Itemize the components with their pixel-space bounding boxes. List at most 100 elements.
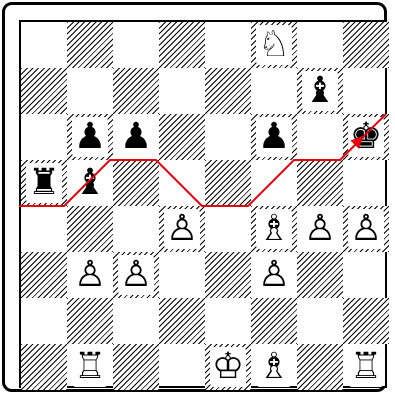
square-g1[interactable] <box>297 344 343 390</box>
white-bishop-icon-glyph: ♗ <box>256 347 292 387</box>
square-h8[interactable] <box>343 22 389 68</box>
square-c2[interactable] <box>113 298 159 344</box>
square-d7[interactable] <box>159 68 205 114</box>
square-f5[interactable] <box>251 160 297 206</box>
square-h5[interactable] <box>343 160 389 206</box>
white-pawn-icon-glyph: ♙ <box>164 209 200 249</box>
black-pawn-icon[interactable]: ♟ <box>251 114 297 160</box>
square-b5[interactable]: ♝ <box>67 160 113 206</box>
white-knight-icon[interactable]: ♘ <box>251 22 297 68</box>
square-c4[interactable] <box>113 206 159 252</box>
square-g6[interactable] <box>297 114 343 160</box>
white-pawn-icon[interactable]: ♙ <box>113 252 159 298</box>
square-d4[interactable]: ♙ <box>159 206 205 252</box>
square-g4[interactable]: ♙ <box>297 206 343 252</box>
square-f8[interactable]: ♘ <box>251 22 297 68</box>
white-bishop-icon[interactable]: ♗ <box>251 344 297 390</box>
white-rook-icon[interactable]: ♖ <box>343 344 389 390</box>
square-b4[interactable] <box>67 206 113 252</box>
black-bishop-icon-glyph: ♝ <box>302 71 338 111</box>
white-king-icon-glyph: ♔ <box>210 347 246 387</box>
square-d6[interactable] <box>159 114 205 160</box>
black-rook-icon[interactable]: ♜ <box>21 160 67 206</box>
square-g8[interactable] <box>297 22 343 68</box>
white-pawn-icon[interactable]: ♙ <box>159 206 205 252</box>
square-c8[interactable] <box>113 22 159 68</box>
square-d5[interactable] <box>159 160 205 206</box>
black-pawn-icon-glyph: ♟ <box>256 117 292 157</box>
square-c7[interactable] <box>113 68 159 114</box>
square-c3[interactable]: ♙ <box>113 252 159 298</box>
white-rook-icon-glyph: ♖ <box>72 347 108 387</box>
chess-board[interactable]: ♘♝♟♟♟♚♜♝♙♗♙♙♙♙♙♖♔♗♖ <box>19 20 387 388</box>
square-a1[interactable] <box>21 344 67 390</box>
square-e3[interactable] <box>205 252 251 298</box>
square-d8[interactable] <box>159 22 205 68</box>
square-g7[interactable]: ♝ <box>297 68 343 114</box>
square-e8[interactable] <box>205 22 251 68</box>
square-a4[interactable] <box>21 206 67 252</box>
square-f7[interactable] <box>251 68 297 114</box>
square-h3[interactable] <box>343 252 389 298</box>
square-d1[interactable] <box>159 344 205 390</box>
square-b8[interactable] <box>67 22 113 68</box>
black-rook-icon-glyph: ♜ <box>26 163 62 203</box>
square-e1[interactable]: ♔ <box>205 344 251 390</box>
square-f6[interactable]: ♟ <box>251 114 297 160</box>
square-f1[interactable]: ♗ <box>251 344 297 390</box>
square-d2[interactable] <box>159 298 205 344</box>
black-pawn-icon[interactable]: ♟ <box>113 114 159 160</box>
square-e7[interactable] <box>205 68 251 114</box>
white-pawn-icon[interactable]: ♙ <box>251 252 297 298</box>
square-b6[interactable]: ♟ <box>67 114 113 160</box>
square-a6[interactable] <box>21 114 67 160</box>
square-h4[interactable]: ♙ <box>343 206 389 252</box>
white-pawn-icon-glyph: ♙ <box>118 255 154 295</box>
square-b2[interactable] <box>67 298 113 344</box>
black-bishop-icon-glyph: ♝ <box>72 163 108 203</box>
black-pawn-icon-glyph: ♟ <box>72 117 108 157</box>
square-e5[interactable] <box>205 160 251 206</box>
white-pawn-icon[interactable]: ♙ <box>67 252 113 298</box>
square-a2[interactable] <box>21 298 67 344</box>
square-g3[interactable] <box>297 252 343 298</box>
square-g2[interactable] <box>297 298 343 344</box>
square-f3[interactable]: ♙ <box>251 252 297 298</box>
square-b3[interactable]: ♙ <box>67 252 113 298</box>
black-king-icon-glyph: ♚ <box>348 117 384 157</box>
square-c6[interactable]: ♟ <box>113 114 159 160</box>
square-h6[interactable]: ♚ <box>343 114 389 160</box>
square-a5[interactable]: ♜ <box>21 160 67 206</box>
white-king-icon[interactable]: ♔ <box>205 344 251 390</box>
white-pawn-icon-glyph: ♙ <box>72 255 108 295</box>
white-bishop-icon[interactable]: ♗ <box>251 206 297 252</box>
square-h7[interactable] <box>343 68 389 114</box>
white-pawn-icon-glyph: ♙ <box>302 209 338 249</box>
square-c1[interactable] <box>113 344 159 390</box>
white-pawn-icon[interactable]: ♙ <box>343 206 389 252</box>
white-pawn-icon-glyph: ♙ <box>256 255 292 295</box>
square-a3[interactable] <box>21 252 67 298</box>
square-e2[interactable] <box>205 298 251 344</box>
square-c5[interactable] <box>113 160 159 206</box>
white-rook-icon[interactable]: ♖ <box>67 344 113 390</box>
black-bishop-icon[interactable]: ♝ <box>67 160 113 206</box>
white-knight-icon-glyph: ♘ <box>256 25 292 65</box>
square-f4[interactable]: ♗ <box>251 206 297 252</box>
square-h1[interactable]: ♖ <box>343 344 389 390</box>
square-f2[interactable] <box>251 298 297 344</box>
square-e6[interactable] <box>205 114 251 160</box>
square-b1[interactable]: ♖ <box>67 344 113 390</box>
square-a8[interactable] <box>21 22 67 68</box>
square-a7[interactable] <box>21 68 67 114</box>
square-e4[interactable] <box>205 206 251 252</box>
square-d3[interactable] <box>159 252 205 298</box>
white-pawn-icon[interactable]: ♙ <box>297 206 343 252</box>
black-bishop-icon[interactable]: ♝ <box>297 68 343 114</box>
black-pawn-icon[interactable]: ♟ <box>67 114 113 160</box>
square-h2[interactable] <box>343 298 389 344</box>
square-g5[interactable] <box>297 160 343 206</box>
white-bishop-icon-glyph: ♗ <box>256 209 292 249</box>
square-b7[interactable] <box>67 68 113 114</box>
black-king-icon[interactable]: ♚ <box>343 114 389 160</box>
